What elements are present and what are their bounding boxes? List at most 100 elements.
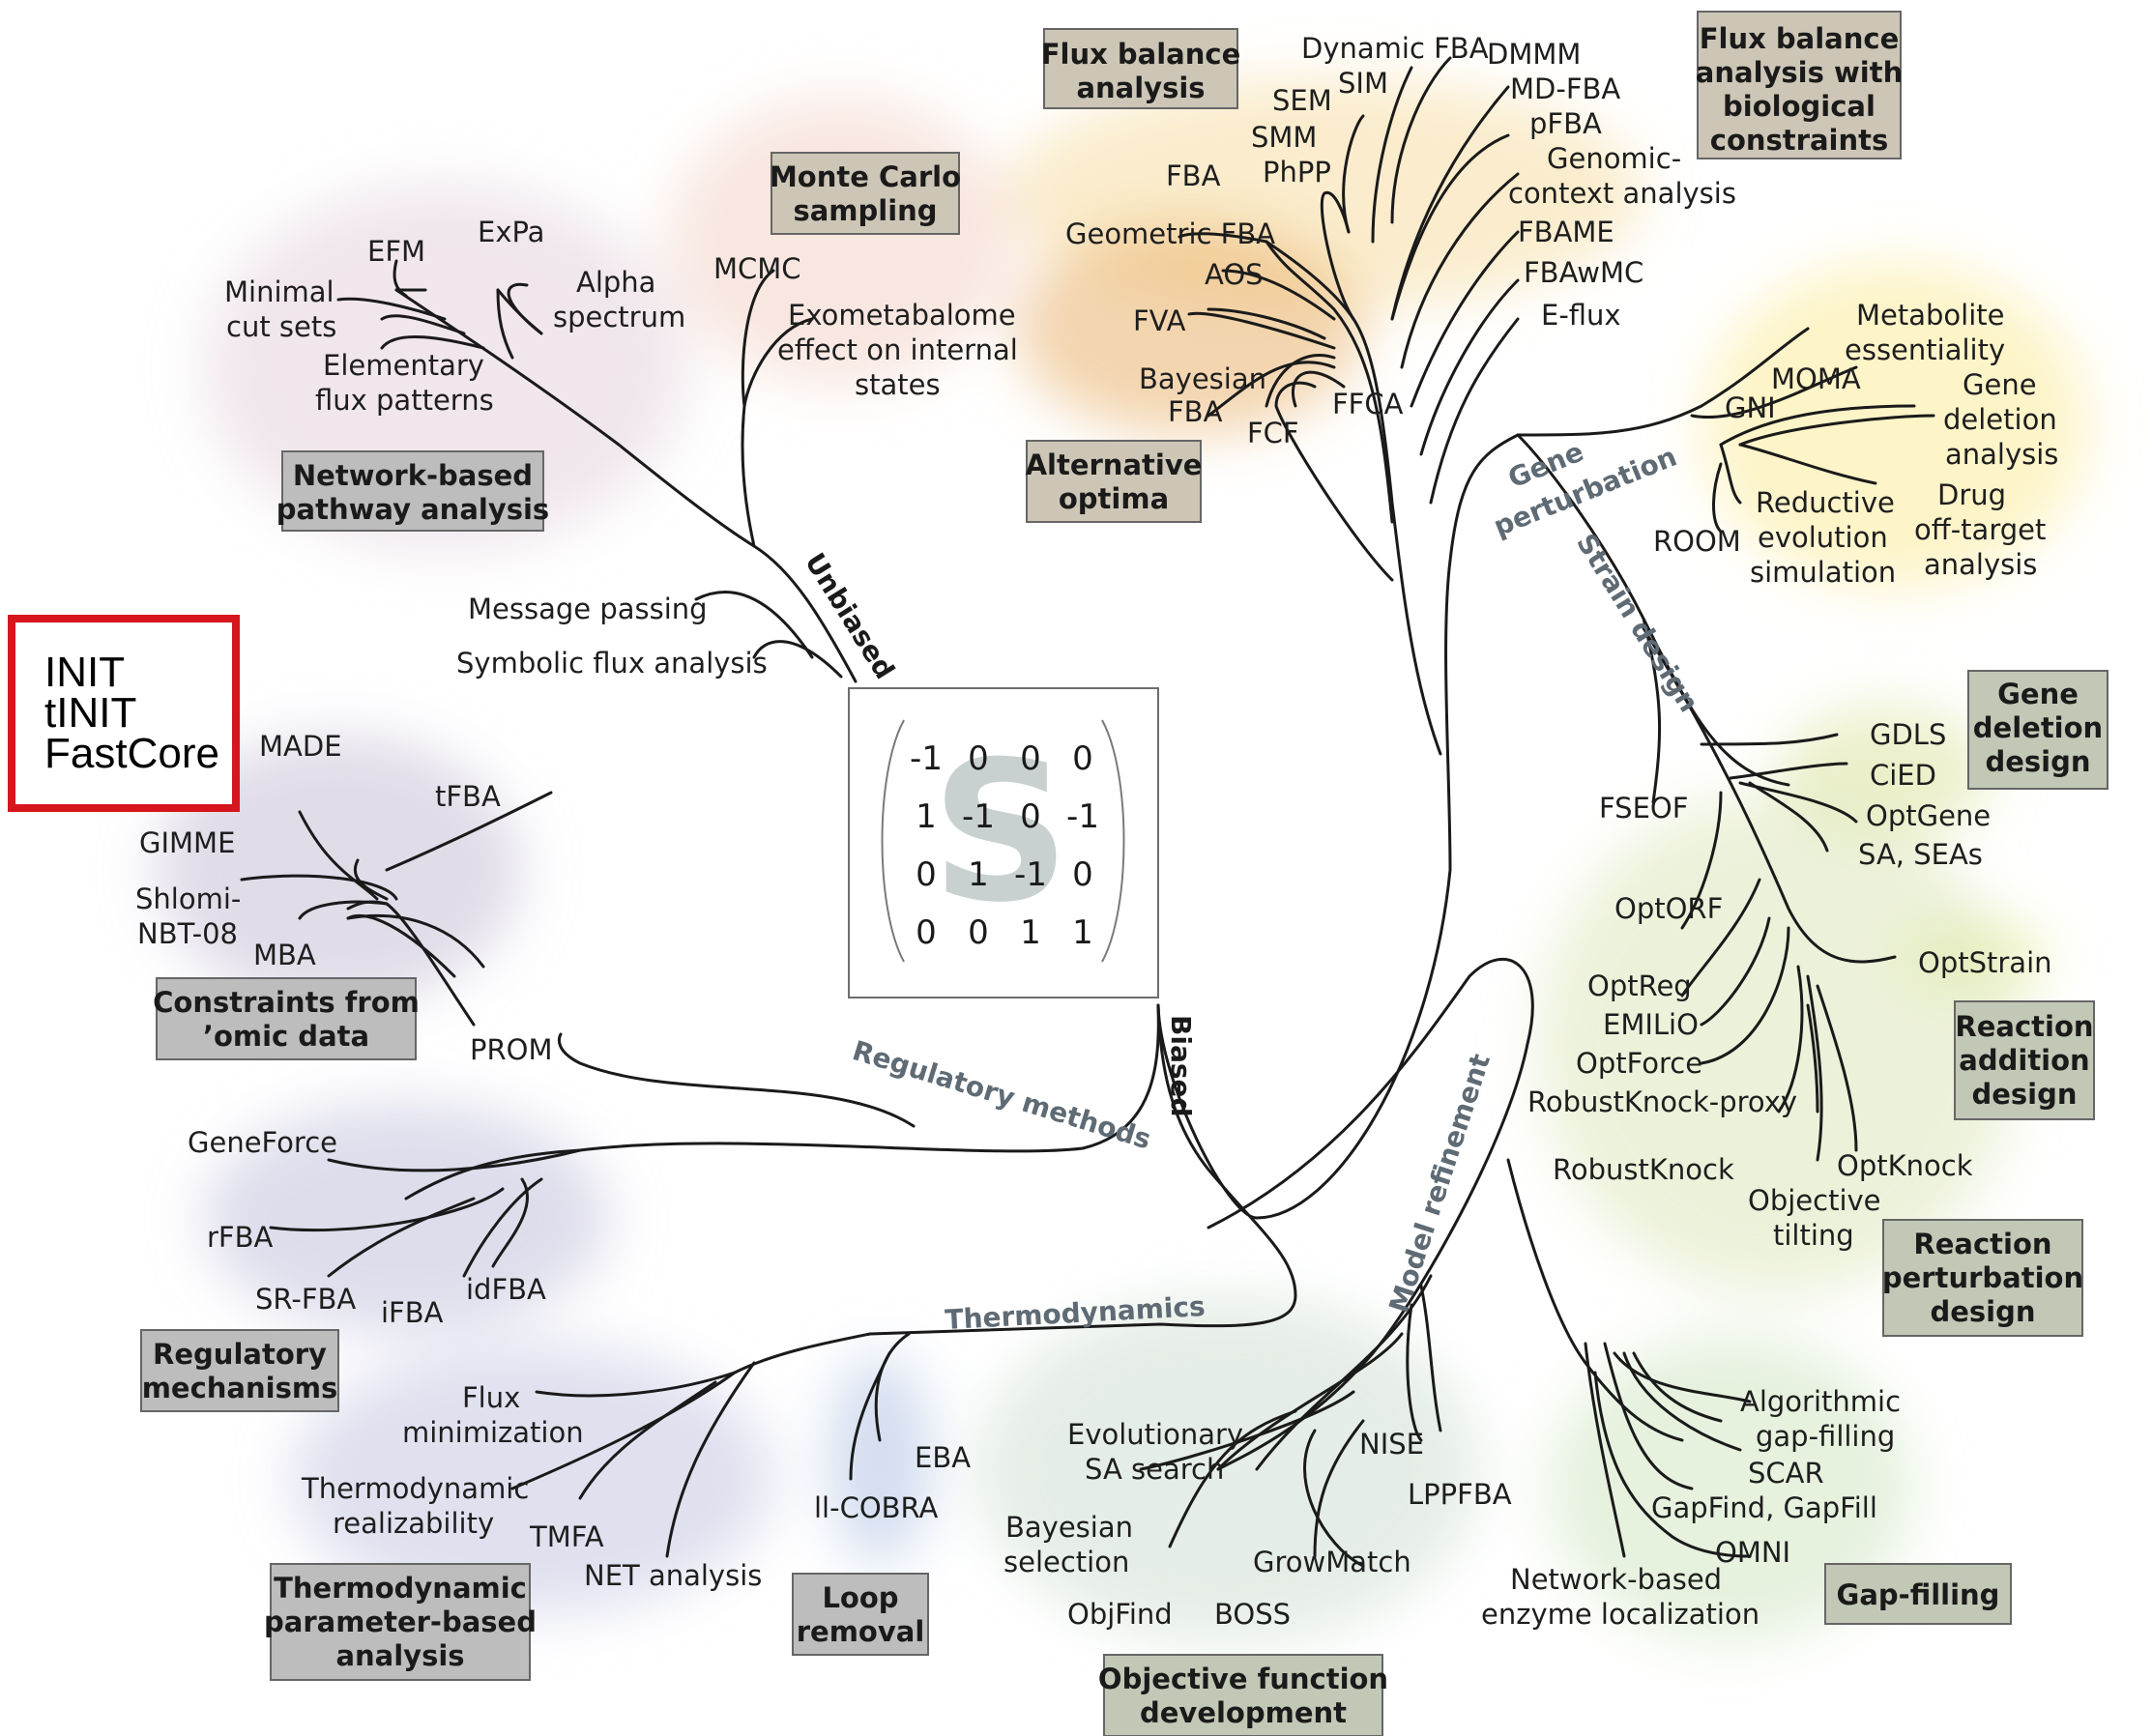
method-label: tFBA — [435, 780, 501, 813]
method-label: Bayesian — [1139, 362, 1266, 395]
method-label: Symbolic flux analysis — [456, 647, 768, 680]
method-label: NBT-08 — [137, 917, 238, 950]
method-label: simulation — [1750, 556, 1896, 589]
matrix-cell: 0 — [916, 913, 937, 952]
method-label: realizability — [333, 1507, 494, 1540]
method-label: OptStrain — [1918, 946, 2052, 979]
matrix-cell: 0 — [1072, 855, 1093, 894]
box-line: optima — [1059, 482, 1169, 515]
branch-regulatory: Regulatory methods — [849, 1034, 1155, 1155]
method-label: PROM — [470, 1033, 553, 1066]
box-reaction-perturbation: Reaction perturbation design — [1882, 1219, 2083, 1337]
box-gap-filling: Gap-filling — [1824, 1563, 2012, 1625]
method-label: SIM — [1338, 67, 1388, 100]
box-line: Reaction — [1913, 1228, 2051, 1260]
method-label: GapFind, GapFill — [1651, 1491, 1877, 1524]
method-label: E-flux — [1541, 299, 1621, 332]
method-label: off-target — [1914, 513, 2046, 546]
method-label: RobustKnock — [1553, 1153, 1734, 1186]
method-label: enzyme localization — [1481, 1598, 1759, 1631]
box-alternative-optima: Alternative optima — [1026, 440, 1202, 523]
method-label: TMFA — [529, 1520, 604, 1553]
box-monte-carlo: Monte Carlo sampling — [770, 152, 961, 235]
branch-model-refinement: Model refinement — [1382, 1050, 1497, 1316]
box-objective-function: Objective function development — [1098, 1654, 1388, 1736]
method-label: GIMME — [139, 826, 235, 859]
method-label: Metabolite — [1856, 299, 2004, 332]
matrix-cell: 0 — [968, 739, 989, 778]
method-label: MCMC — [713, 252, 801, 285]
method-label: Minimal — [224, 275, 334, 308]
matrix-cell: -1 — [910, 739, 943, 778]
method-label: tilting — [1773, 1219, 1854, 1252]
box-line: parameter-based — [264, 1606, 537, 1638]
method-label: DMMM — [1487, 38, 1581, 71]
box-line: biological — [1723, 90, 1876, 123]
box-line: Monte Carlo — [770, 160, 961, 193]
matrix-frame — [848, 687, 1159, 998]
box-reaction-addition: Reaction addition design — [1954, 1000, 2095, 1120]
method-label: Objective — [1748, 1184, 1881, 1217]
box-line: design — [1930, 1295, 2035, 1328]
method-label: FBA — [1168, 395, 1223, 428]
method-label: essentiality — [1845, 333, 2005, 366]
box-line: Flux balance — [1700, 22, 1900, 55]
method-label: states — [855, 368, 941, 401]
method-label: evolution — [1758, 521, 1888, 554]
method-label: cut sets — [226, 310, 336, 343]
method-label: SMM — [1251, 121, 1317, 154]
box-line: perturbation — [1882, 1261, 2083, 1294]
method-label: SA search — [1085, 1453, 1224, 1486]
method-label: idFBA — [466, 1273, 546, 1306]
box-gene-deletion-design: Gene deletion design — [1967, 670, 2108, 790]
method-label: MD-FBA — [1510, 72, 1620, 105]
matrix-bracket-left — [881, 719, 905, 963]
box-line: analysis — [1076, 72, 1205, 104]
box-line: pathway analysis — [276, 493, 549, 526]
method-label: Bayesian — [1005, 1511, 1133, 1544]
region-gapfill — [1547, 1334, 1914, 1643]
box-loop-removal: Loop removal — [792, 1573, 929, 1656]
box-line: deletion — [1973, 711, 2103, 744]
box-line: development — [1140, 1696, 1347, 1729]
matrix-cell: 0 — [1020, 797, 1041, 836]
box-line: sampling — [793, 194, 937, 227]
method-label: context analysis — [1508, 177, 1736, 210]
region-loop — [827, 1353, 933, 1566]
method-label: Elementary — [323, 349, 484, 382]
box-line: design — [1985, 745, 2090, 778]
method-label: FBAME — [1518, 216, 1614, 248]
method-label: GNI — [1725, 391, 1776, 424]
method-label: minimization — [402, 1416, 584, 1449]
method-label: Dynamic FBA — [1301, 32, 1489, 65]
box-line: Loop — [822, 1581, 898, 1614]
method-labels: Dynamic FBA DMMM SIM SEM MD-FBA SMM pFBA… — [135, 32, 2058, 1631]
highlight-line: tINIT — [44, 689, 136, 737]
box-line: analysis — [335, 1639, 464, 1672]
method-label: analysis — [1945, 438, 2058, 471]
method-label: AOS — [1205, 258, 1264, 291]
method-label: ObjFind — [1067, 1598, 1173, 1631]
region-objective — [976, 1295, 1479, 1643]
method-label: LPPFBA — [1408, 1478, 1512, 1511]
box-line: ’omic data — [203, 1020, 369, 1053]
region-omic — [155, 735, 522, 1005]
matrix-bracket-right — [1101, 719, 1125, 963]
box-line: analysis with — [1696, 56, 1903, 89]
method-label: ExPa — [478, 216, 544, 248]
box-fba-biological: Flux balance analysis with biological co… — [1696, 11, 1903, 159]
box-line: Constraints from — [153, 986, 420, 1019]
method-label: Flux — [462, 1381, 520, 1414]
method-label: ll-COBRA — [814, 1491, 939, 1524]
matrix-cell: 0 — [1072, 739, 1093, 778]
matrix-cell: 1 — [1072, 913, 1093, 952]
method-label: EMILiO — [1603, 1008, 1699, 1041]
box-flux-balance: Flux balance analysis — [1041, 28, 1240, 109]
box-line: Network-based — [293, 459, 533, 492]
region-gene-perturbation — [1701, 261, 2088, 590]
method-label: spectrum — [553, 301, 685, 333]
box-line: mechanisms — [142, 1372, 338, 1404]
method-label: NET analysis — [584, 1559, 762, 1592]
method-label: MADE — [259, 730, 342, 763]
